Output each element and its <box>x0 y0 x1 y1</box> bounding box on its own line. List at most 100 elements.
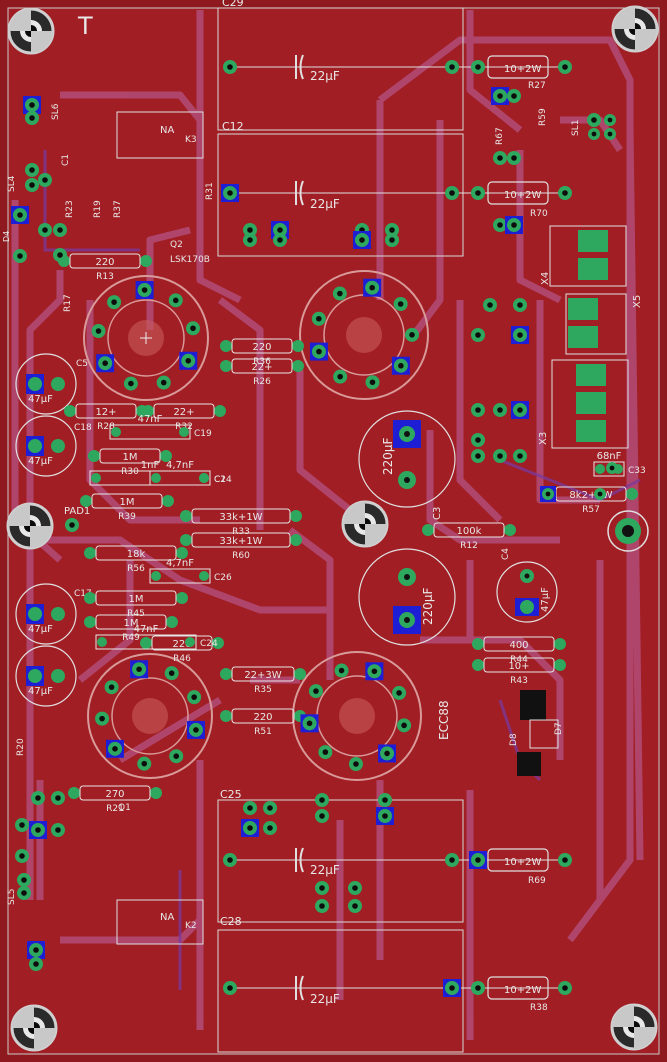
resistor-pad <box>220 340 232 352</box>
capacitor-value: 4,7nF <box>166 558 194 569</box>
resistor-body <box>191 532 291 548</box>
resistor-pad <box>140 637 152 649</box>
relay-ref: K3 <box>185 135 197 145</box>
resistor-pad <box>84 547 96 559</box>
electrolytic-c11: 220µF <box>358 548 456 646</box>
label-r23: R23 <box>65 200 75 218</box>
resistor-value: 8k2+1W <box>569 490 612 501</box>
resistor-value: 1M <box>124 618 139 629</box>
trimpot-r57 <box>607 510 649 552</box>
resistor-value: 220 <box>253 712 272 723</box>
diode-ref: D8 <box>509 733 519 746</box>
resistor-ref: R60 <box>232 551 250 561</box>
power-resistor-r70: 10+2W R70 <box>452 181 565 219</box>
resistor-pad <box>80 495 92 507</box>
resistor-pad <box>290 510 302 522</box>
trace-layer <box>11 10 644 1040</box>
resistor-value: 220 <box>172 639 191 650</box>
label-lsk170b: LSK170B <box>170 255 210 265</box>
cap-ref: C18 <box>74 423 92 433</box>
resistor-pad <box>142 405 154 417</box>
resistor-value: 100k <box>457 526 482 537</box>
capacitor-ref: C2 <box>214 475 226 485</box>
electrolytic-c17: 47µF C17 <box>15 583 92 645</box>
resistor-pad <box>554 659 566 671</box>
resistor-body <box>153 403 215 419</box>
resistor-ref: R13 <box>96 272 114 282</box>
res-ref: R70 <box>530 209 548 219</box>
pad-hole <box>57 252 63 258</box>
capacitor-value: 1nF <box>141 460 160 471</box>
pad-hole <box>29 167 35 173</box>
cap-value: 47µF <box>28 686 53 697</box>
capacitor-pad <box>199 473 209 483</box>
resistor-ref: R30 <box>121 467 139 477</box>
pad-hole <box>359 237 365 243</box>
mounting-holes <box>6 5 659 1052</box>
pad-hole <box>369 284 375 291</box>
pad-hole <box>352 903 358 909</box>
ecc88-label: ECC88 <box>437 700 451 740</box>
pad-hole <box>42 177 48 183</box>
pad-hole <box>29 115 35 121</box>
pad-hole <box>35 795 41 801</box>
resistor-body <box>231 358 293 374</box>
big-cap-c29: 22µF C29 <box>222 0 450 83</box>
label-q2: Q2 <box>170 240 183 250</box>
pad-hole <box>160 379 167 386</box>
pad-hole <box>306 720 313 727</box>
pad-hole <box>487 302 493 308</box>
label-sl4: SL4 <box>7 175 17 192</box>
label-r17: R17 <box>63 294 73 312</box>
capacitor-pad <box>185 637 195 647</box>
cap-value: 22µF <box>310 863 340 877</box>
pad-hole <box>57 227 63 233</box>
pad-hole <box>111 299 117 305</box>
pad-layer <box>11 60 618 997</box>
cap-value: 22µF <box>310 69 340 83</box>
pad-hole <box>267 825 273 831</box>
cap-ref: C3 <box>432 507 443 520</box>
resistor-ref: R57 <box>582 505 600 515</box>
resistor-pad <box>422 524 434 536</box>
tube-socket-top-right <box>299 270 429 400</box>
capacitor-body <box>95 634 197 650</box>
pad-hole <box>511 155 517 161</box>
pad-hole <box>337 290 343 297</box>
resistor-body <box>95 614 167 630</box>
diode-d7-d8: D8 D7 <box>509 690 564 776</box>
res-ref: R27 <box>528 81 546 91</box>
pad-hole <box>409 332 415 338</box>
electrolytic-c21: 47µF <box>15 645 77 707</box>
label-q1: Q1 <box>118 803 131 813</box>
pad-hole <box>33 947 39 953</box>
pad-hole <box>497 155 503 161</box>
pad-hole <box>17 212 23 218</box>
pad-hole <box>475 453 481 459</box>
label-pad1: PAD1 <box>64 506 90 517</box>
resistor-value: 33k+1W <box>219 536 262 547</box>
resistor-ref: R56 <box>127 564 145 574</box>
res-value: 10+2W <box>504 64 541 75</box>
pad-hole <box>382 797 388 803</box>
resistor-value: 22+3W <box>244 670 281 681</box>
relay-na: NA <box>160 125 174 136</box>
terminal-block-x3: X3 <box>538 359 629 449</box>
capacitor-body <box>149 470 211 486</box>
cap-ref: C28 <box>220 915 242 928</box>
resistor-pad <box>84 616 96 628</box>
pad-hole <box>562 64 568 70</box>
capacitor-pad <box>151 473 161 483</box>
capacitor-ref: C14 <box>214 475 232 485</box>
pad-hole <box>191 694 197 700</box>
resistor-pad <box>290 534 302 546</box>
resistor-pad <box>292 340 304 352</box>
pad-hole <box>511 222 517 228</box>
resistor-value: 1M <box>123 452 138 463</box>
pad-hole <box>449 857 455 863</box>
capacitor-pad <box>595 464 605 474</box>
electrolytic-c4: 47µF C4 <box>496 548 558 623</box>
